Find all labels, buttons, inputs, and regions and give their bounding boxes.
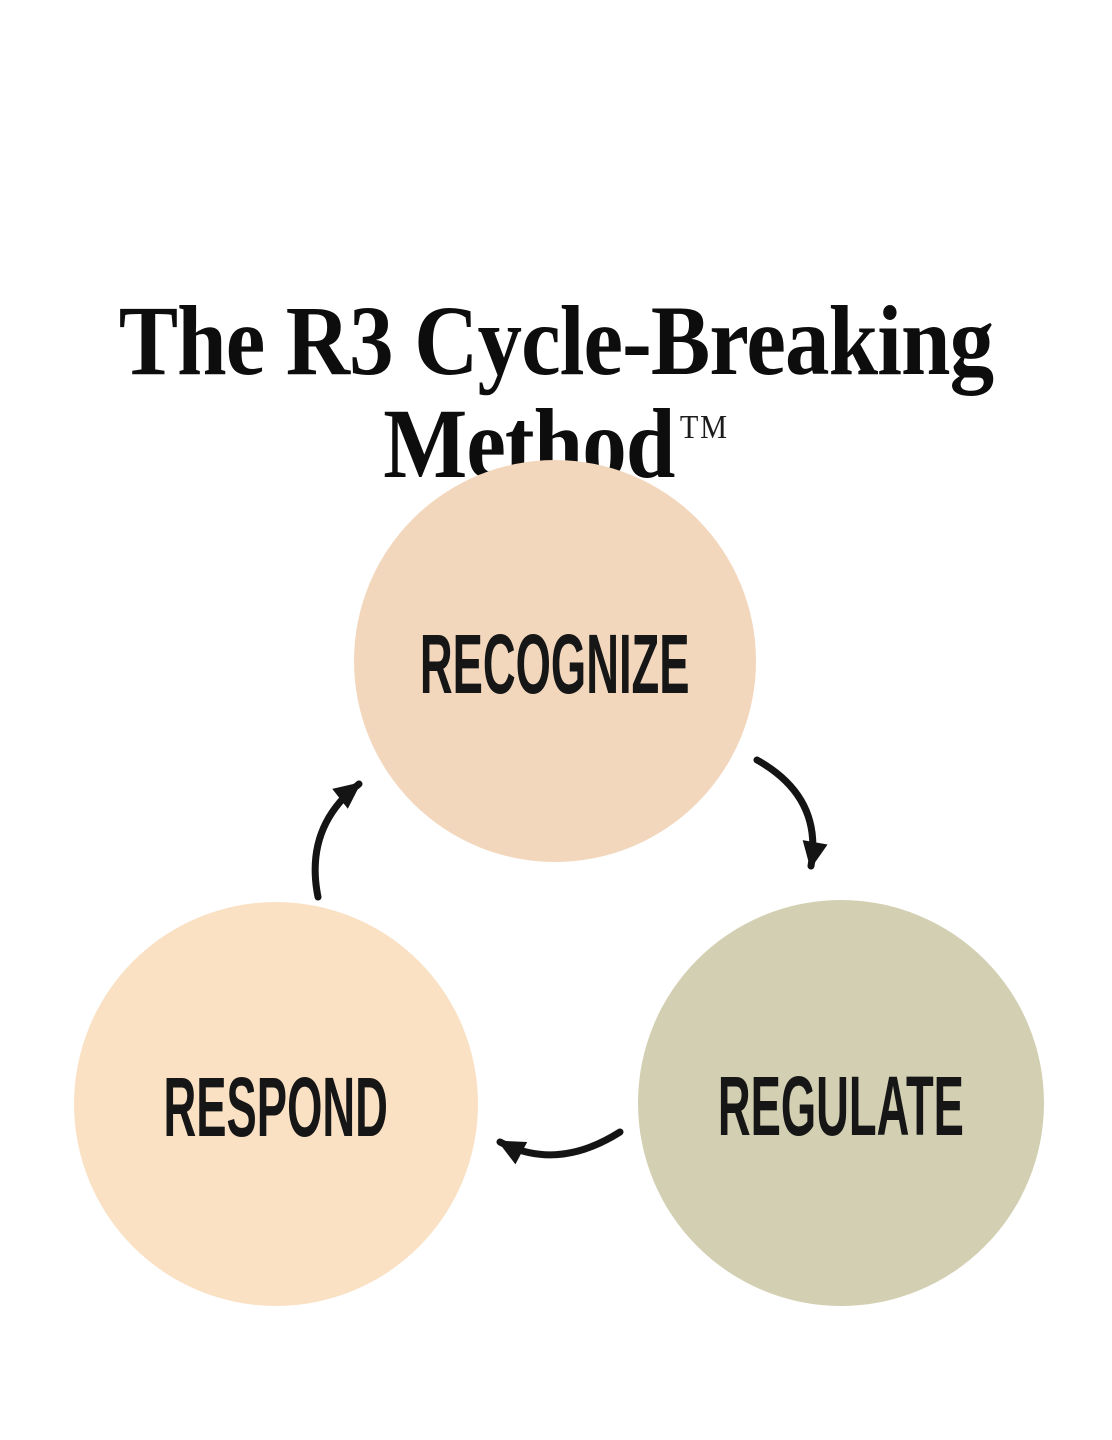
circle-recognize: RECOGNIZE: [354, 460, 756, 862]
arrow-respond-to-recognize: [311, 780, 363, 901]
arrow-regulate-to-respond: [496, 1128, 624, 1165]
circle-respond: RESPOND: [74, 902, 478, 1306]
circle-regulate: REGULATE: [638, 900, 1044, 1306]
arrow-recognize-to-regulate: [753, 756, 828, 870]
node-label-regulate: REGULATE: [717, 1058, 965, 1153]
trademark-symbol: TM: [679, 409, 729, 446]
node-label-recognize: RECOGNIZE: [420, 616, 690, 711]
node-label-respond: RESPOND: [163, 1059, 389, 1154]
title-line-1: The R3 Cycle-Breaking: [118, 285, 994, 396]
